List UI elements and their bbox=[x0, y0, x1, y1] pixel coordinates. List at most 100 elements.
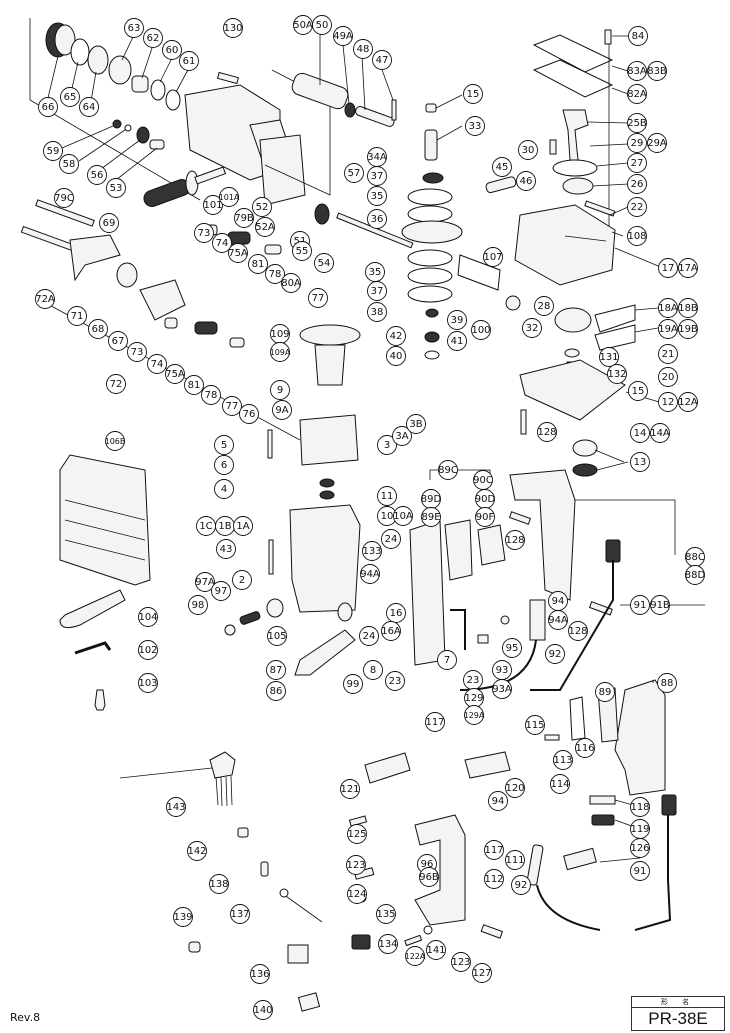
callout-circle bbox=[678, 298, 698, 318]
callout-circle bbox=[505, 778, 525, 798]
callout-117: 117 bbox=[425, 712, 445, 732]
part-118-part bbox=[589, 795, 616, 805]
callout-91: 91 bbox=[630, 861, 650, 881]
callout-72a: 72A bbox=[35, 289, 55, 309]
callout-text: 52A bbox=[255, 222, 275, 233]
part-106B-carrying-case bbox=[59, 454, 151, 586]
callout-67: 67 bbox=[108, 331, 128, 351]
callout-text: 118 bbox=[630, 802, 649, 813]
callout-text: 20 bbox=[662, 372, 675, 383]
part-89E-switch bbox=[444, 519, 473, 581]
callout-text: 119 bbox=[630, 824, 649, 835]
callout-8: 8 bbox=[363, 660, 383, 680]
callout-circle bbox=[385, 671, 405, 691]
callout-text: 3 bbox=[384, 440, 390, 451]
callout-text: 22 bbox=[631, 202, 644, 213]
callout-77: 77 bbox=[308, 288, 328, 308]
callout-circle bbox=[367, 302, 387, 322]
leader-lines bbox=[47, 33, 705, 863]
callout-text: 50A bbox=[293, 20, 313, 31]
callout-20: 20 bbox=[658, 367, 678, 387]
callout-circle bbox=[658, 344, 678, 364]
callout-34a: 34A bbox=[367, 147, 387, 167]
callout-90c: 90C bbox=[473, 470, 493, 490]
callout-118: 118 bbox=[630, 797, 650, 817]
callout-109: 109 bbox=[270, 324, 290, 344]
callout-circle bbox=[511, 875, 531, 895]
callout-text: 61 bbox=[183, 56, 196, 67]
callout-circle bbox=[362, 541, 382, 561]
callout-135: 135 bbox=[376, 904, 396, 924]
callout-19a: 19A bbox=[658, 319, 678, 339]
callout-106b: 106B bbox=[105, 431, 126, 451]
callout-text: 106B bbox=[105, 437, 126, 446]
callout-40: 40 bbox=[386, 346, 406, 366]
callout-14: 14 bbox=[630, 423, 650, 443]
callout-text: 101 bbox=[203, 200, 222, 211]
callout-text: 88 bbox=[661, 678, 674, 689]
callout-text: 2 bbox=[239, 575, 245, 586]
callout-96b: 96B bbox=[419, 867, 439, 887]
part-17-crankcase bbox=[514, 204, 616, 286]
callout-129a: 129A bbox=[464, 705, 485, 725]
callout-text: 25B bbox=[627, 118, 647, 129]
callout-circle bbox=[239, 404, 259, 424]
callout-text: 76 bbox=[243, 409, 256, 420]
callout-text: 128 bbox=[537, 427, 556, 438]
callout-circle bbox=[88, 319, 108, 339]
callout-text: 81 bbox=[188, 380, 201, 391]
callout-126: 126 bbox=[630, 838, 650, 858]
callout-text: 13 bbox=[634, 457, 647, 468]
part-8-seal bbox=[337, 602, 353, 622]
callout-circle bbox=[233, 516, 253, 536]
callout-circle bbox=[386, 346, 406, 366]
callout-circle bbox=[438, 460, 458, 480]
callout-circle bbox=[147, 354, 167, 374]
callout-89e: 89E bbox=[421, 507, 441, 527]
callout-46: 46 bbox=[516, 171, 536, 191]
callout-circle bbox=[184, 375, 204, 395]
part-130-screw bbox=[216, 71, 240, 85]
callout-text: 23 bbox=[467, 675, 480, 686]
callout-circle bbox=[475, 507, 495, 527]
callout-circle bbox=[630, 423, 650, 443]
part-13-washer bbox=[572, 463, 598, 477]
callout-text: 67 bbox=[112, 336, 125, 347]
part-128b-bolt bbox=[508, 511, 532, 525]
callout-1c: 1C bbox=[196, 516, 216, 536]
callout-text: 139 bbox=[173, 912, 192, 923]
part-143-transistor bbox=[209, 751, 236, 779]
callout-circle bbox=[471, 320, 491, 340]
callout-text: 9A bbox=[275, 405, 288, 416]
callout-16a: 16A bbox=[381, 621, 401, 641]
callout-text: 82A bbox=[627, 89, 647, 100]
callout-49a: 49A bbox=[333, 26, 353, 46]
part-35b-washer bbox=[407, 249, 453, 267]
callout-text: 104 bbox=[138, 612, 157, 623]
callout-circle bbox=[223, 18, 243, 38]
callout-circle bbox=[451, 952, 471, 972]
callout-circle bbox=[685, 565, 705, 585]
callout-91b: 91B bbox=[650, 595, 670, 615]
callout-text: 3A bbox=[395, 431, 408, 442]
callout-text: 90D bbox=[475, 494, 496, 505]
callout-circle bbox=[568, 621, 588, 641]
callout-circle bbox=[377, 435, 397, 455]
callout-9: 9 bbox=[270, 380, 290, 400]
callout-116: 116 bbox=[575, 738, 595, 758]
callout-136: 136 bbox=[250, 964, 270, 984]
callout-text: 57 bbox=[348, 168, 361, 179]
callout-circle bbox=[211, 581, 231, 601]
callout-circle bbox=[248, 254, 268, 274]
callout-text: 123 bbox=[451, 957, 470, 968]
callout-labels: 6665646362606113059585653101101A5252A515… bbox=[35, 15, 706, 1020]
callout-text: 41 bbox=[451, 336, 464, 347]
part-98-cap bbox=[224, 624, 236, 636]
model-name-box: 形 名 PR-38E bbox=[631, 996, 725, 1031]
callout-text: 92 bbox=[515, 880, 528, 891]
callout-text: 111 bbox=[505, 855, 524, 866]
part-142-bush bbox=[237, 827, 249, 838]
callout-text: 134 bbox=[378, 939, 397, 950]
callout-text: 19A bbox=[658, 324, 678, 335]
callout-91: 91 bbox=[630, 595, 650, 615]
